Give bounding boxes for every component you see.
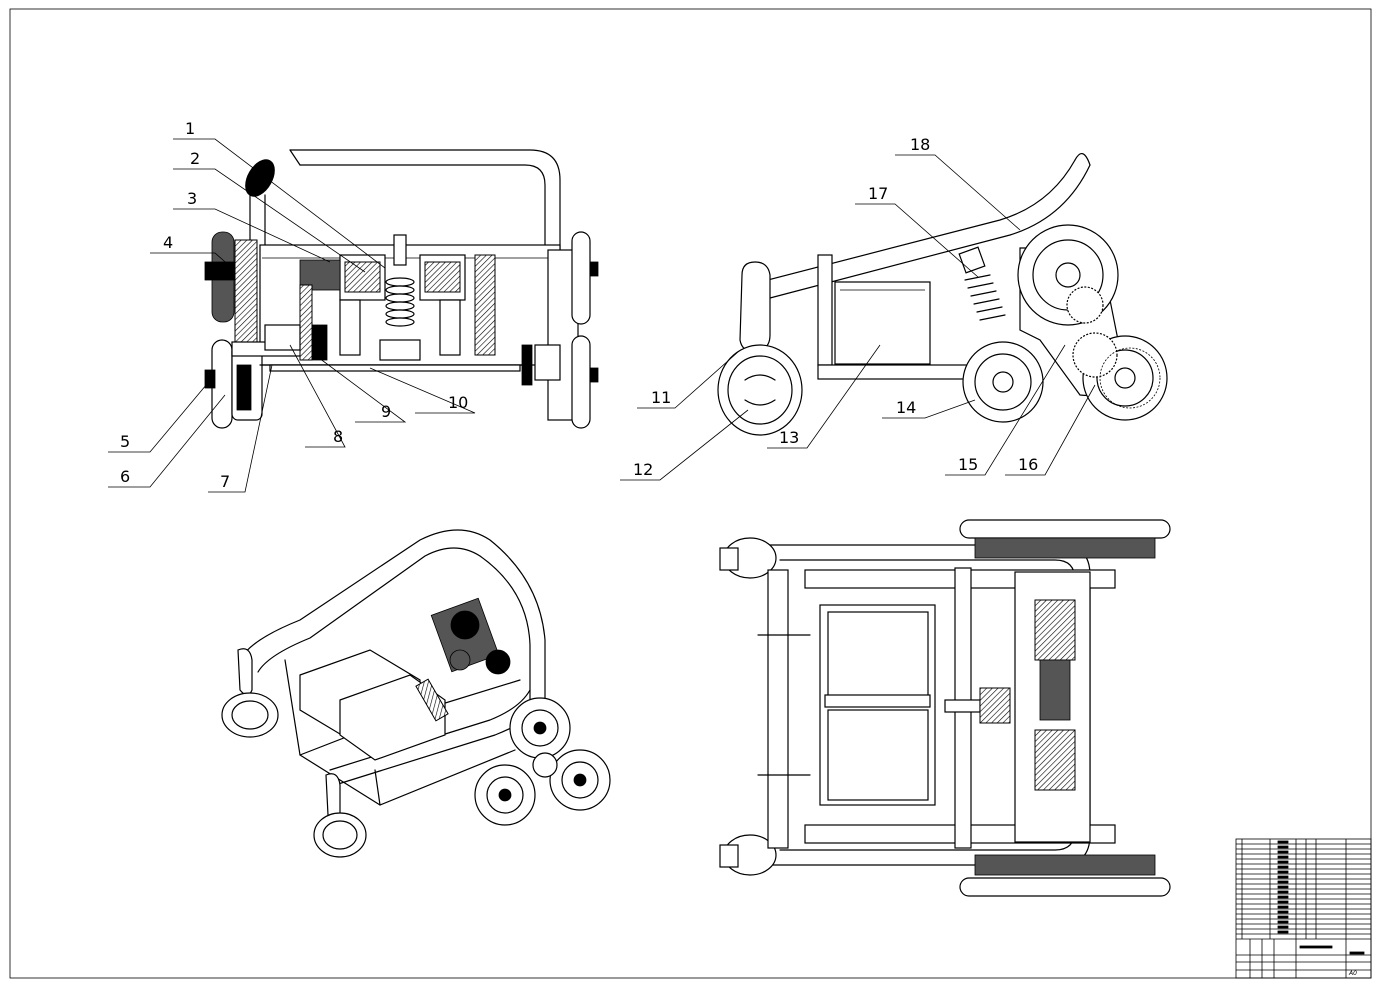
sheet-size: A0 [1348,970,1357,977]
part-label-8: 8 [333,427,343,446]
part-label-16: 16 [1018,455,1038,474]
side-view [717,153,1168,436]
part-label-9: 9 [381,402,391,421]
part-label-17: 17 [868,184,888,203]
part-labels: 1 2 3 4 5 6 7 8 9 10 11 12 13 14 15 16 1… [120,119,1038,491]
top-view [719,519,1171,897]
center-spring [379,234,421,361]
part-label-1: 1 [185,119,195,138]
front-view [204,149,599,429]
part-label-7: 7 [220,472,230,491]
part-label-14: 14 [896,398,916,417]
sheet-border [9,8,1372,979]
part-label-15: 15 [958,455,978,474]
part-label-18: 18 [910,135,930,154]
title-block: A0 [1235,838,1372,979]
part-label-5: 5 [120,432,130,451]
leader-lines [108,138,1096,493]
part-label-12: 12 [633,460,653,479]
part-label-2: 2 [190,149,200,168]
part-label-4: 4 [163,233,173,252]
part-label-11: 11 [651,388,671,407]
part-label-3: 3 [187,189,197,208]
part-label-10: 10 [448,393,468,412]
part-label-6: 6 [120,467,130,486]
part-label-13: 13 [779,428,799,447]
isometric-view [221,529,611,858]
